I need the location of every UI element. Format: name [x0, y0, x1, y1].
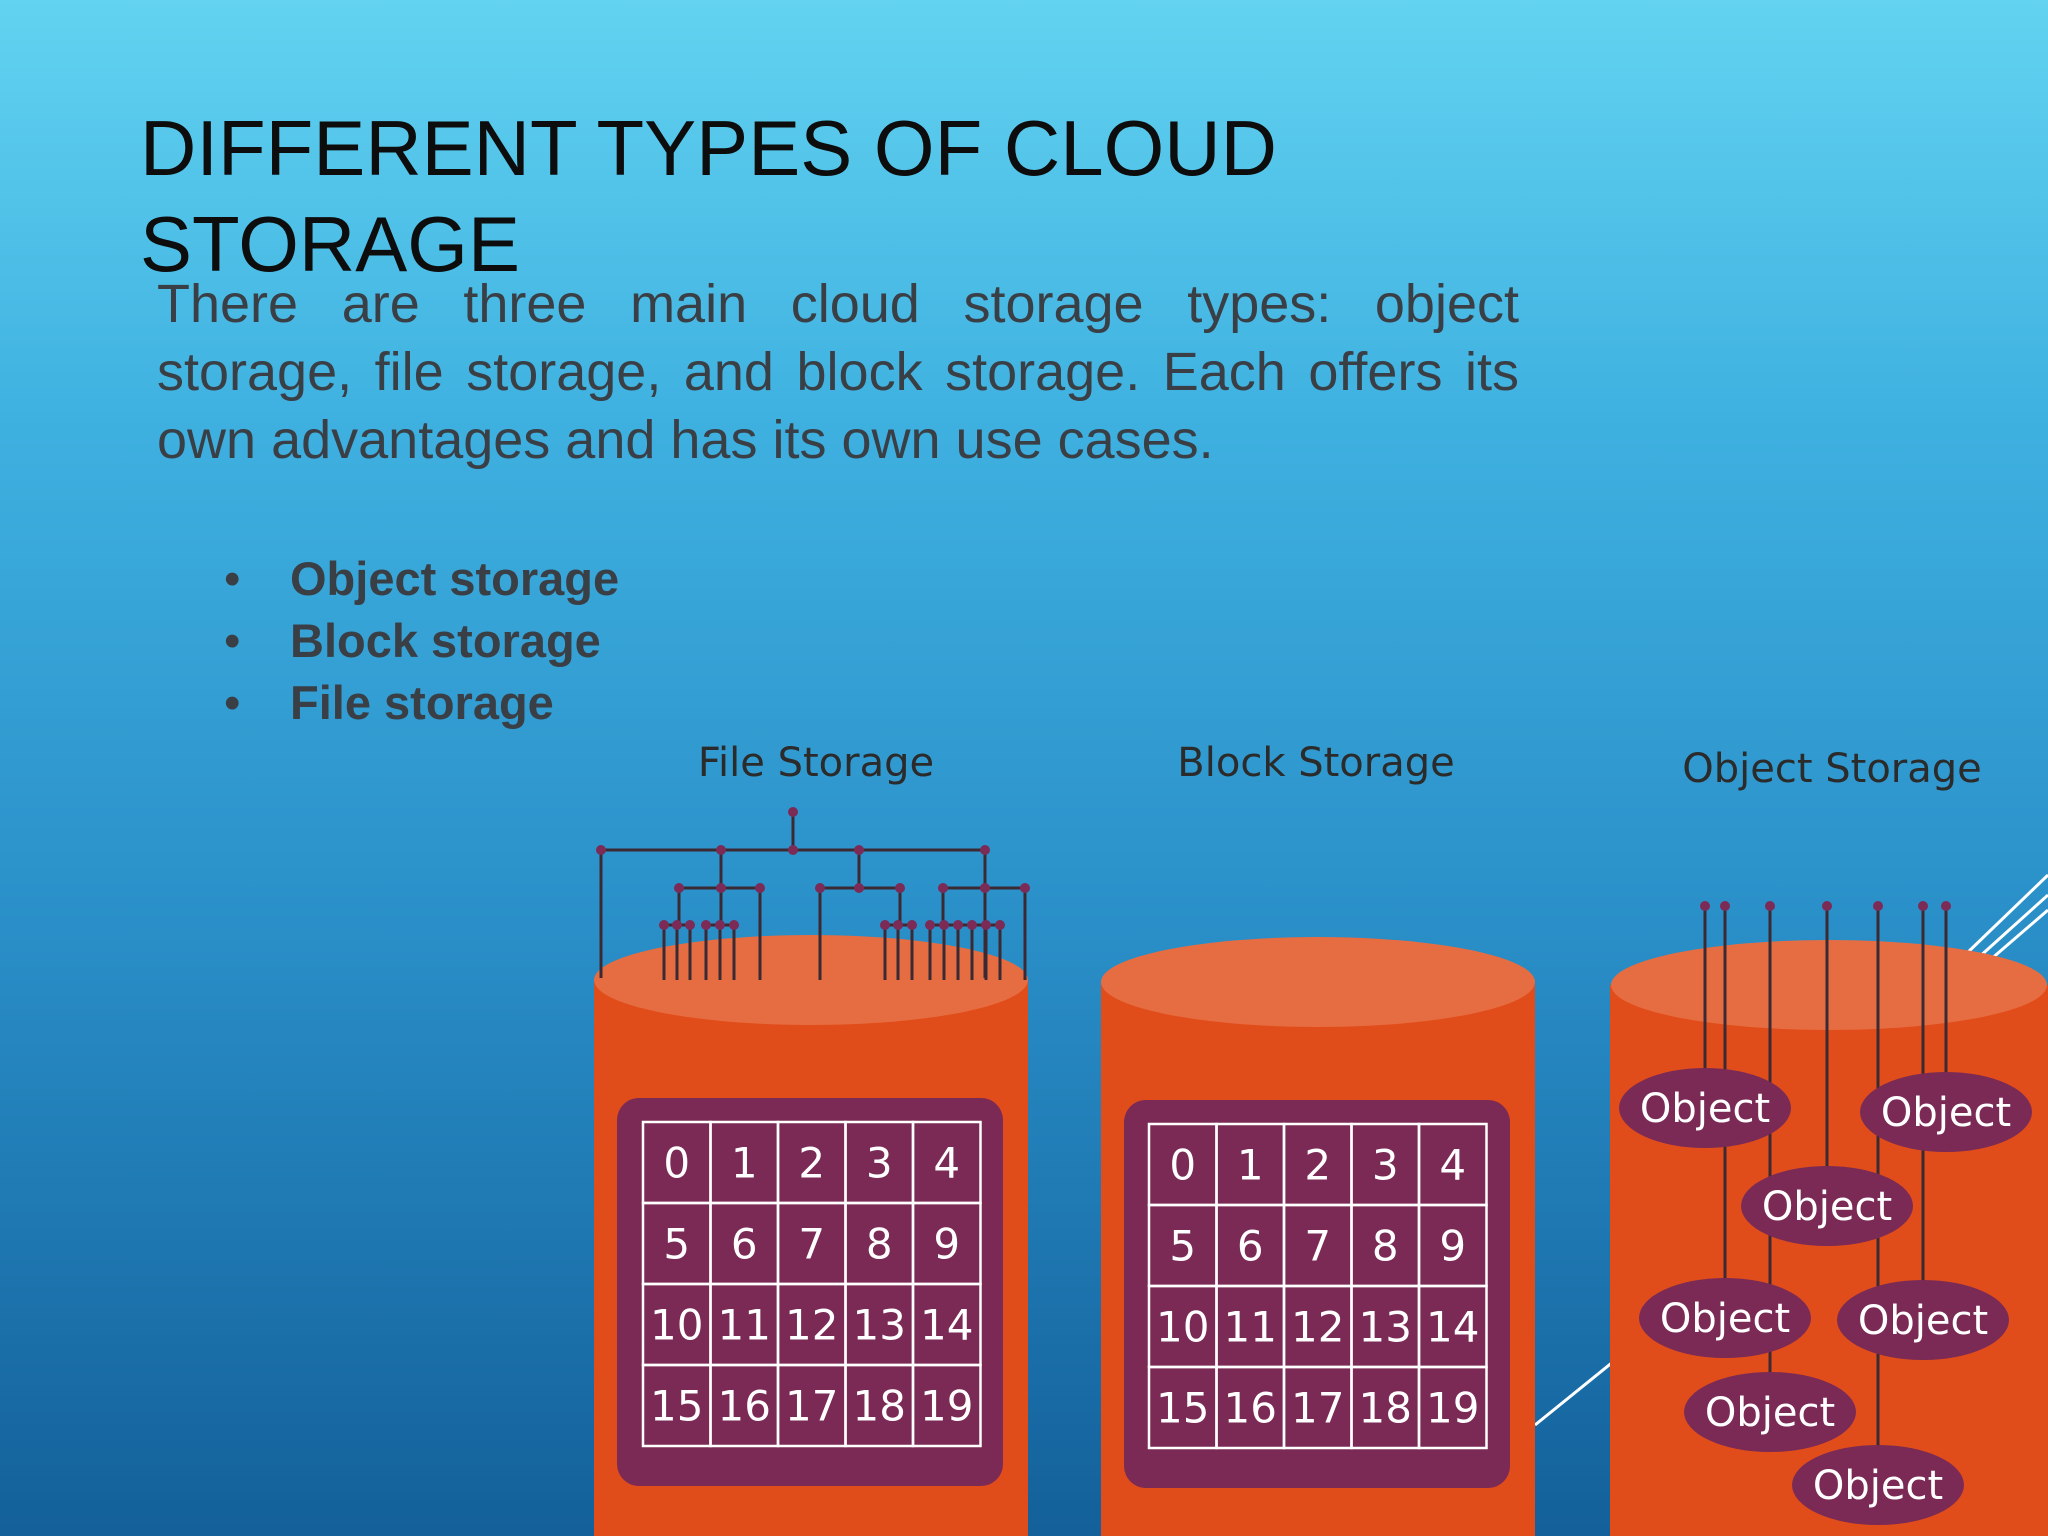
bullet-item: • Block storage [220, 610, 619, 672]
object-label: Object [1813, 1463, 1943, 1509]
block-grid-cell-number: 3 [1372, 1141, 1399, 1190]
block-grid-cell-number: 4 [1439, 1141, 1466, 1190]
file-grid-cell-number: 10 [650, 1301, 703, 1350]
file-grid-cell-number: 1 [731, 1139, 758, 1188]
object-ellipse [1860, 1072, 2032, 1152]
object-ellipse [1837, 1280, 2009, 1360]
storage-types-list: • Object storage • Block storage • File sto… [220, 548, 619, 734]
object-label: Object [1640, 1086, 1770, 1132]
file-grid-cell-number: 19 [920, 1382, 973, 1431]
file-grid-cell [911, 1363, 982, 1448]
block-grid-cell-number: 14 [1426, 1303, 1479, 1352]
file-grid-cell-number: 14 [920, 1301, 973, 1350]
block-grid-cell-number: 5 [1169, 1222, 1196, 1271]
file-grid-cell-number: 0 [663, 1139, 690, 1188]
object-ellipse [1619, 1068, 1791, 1148]
object-storage-label: Object Storage [1682, 746, 1982, 792]
file-grid-cell-number: 4 [933, 1139, 960, 1188]
block-grid-cell-number: 16 [1224, 1384, 1277, 1433]
block-grid-cell-number: 1 [1237, 1141, 1264, 1190]
object-ellipse [1741, 1166, 1913, 1246]
bullet-text: Block storage [290, 614, 601, 667]
object-ellipse [1639, 1278, 1811, 1358]
bullet-text: Object storage [290, 552, 620, 605]
object-label: Object [1660, 1296, 1790, 1342]
object-ellipse [1684, 1372, 1856, 1452]
object-ellipse [1792, 1445, 1964, 1525]
file-grid-cell-number: 12 [785, 1301, 838, 1350]
block-grid-cell-number: 11 [1224, 1303, 1277, 1352]
file-grid-cell-number: 2 [798, 1139, 825, 1188]
block-grid-cell-number: 10 [1156, 1303, 1209, 1352]
file-grid-cell-number: 13 [853, 1301, 906, 1350]
file-grid-cell-number: 16 [718, 1382, 771, 1431]
block-grid-cell-number: 12 [1291, 1303, 1344, 1352]
block-grid-cell-number: 7 [1304, 1222, 1331, 1271]
file-grid-cell-number: 8 [866, 1220, 893, 1269]
slide-title: DIFFERENT TYPES OF CLOUD STORAGE [140, 104, 1277, 288]
block-grid-cell-number: 19 [1426, 1384, 1479, 1433]
object-label: Object [1858, 1298, 1988, 1344]
file-grid-cell-number: 9 [933, 1220, 960, 1269]
file-storage-label: File Storage [698, 740, 934, 786]
file-tree-nodes [596, 807, 1030, 930]
bullet-item: • File storage [220, 672, 619, 734]
bullet-dot: • [224, 614, 241, 667]
block-grid-cell-number: 15 [1156, 1384, 1209, 1433]
file-grid-cell-number: 3 [866, 1139, 893, 1188]
block-grid-cell-number: 9 [1439, 1222, 1466, 1271]
block-grid-cell-number: 8 [1372, 1222, 1399, 1271]
object-connector-nodes [1700, 901, 1951, 911]
file-grid-cell-number: 18 [853, 1382, 906, 1431]
file-grid-cell-number: 6 [731, 1220, 758, 1269]
object-label: Object [1881, 1090, 2011, 1136]
file-grid-cell-number: 5 [663, 1220, 690, 1269]
block-grid-cell-number: 13 [1359, 1303, 1412, 1352]
block-grid-cell-number: 17 [1291, 1384, 1344, 1433]
bullet-text: File storage [290, 676, 554, 729]
bullet-dot: • [224, 552, 241, 605]
file-grid-cell-number: 17 [785, 1382, 838, 1431]
block-grid-cell-number: 6 [1237, 1222, 1264, 1271]
block-grid-cell-number: 2 [1304, 1141, 1331, 1190]
intro-paragraph: There are three main cloud storage types… [157, 274, 1519, 470]
file-grid-cell-number: 15 [650, 1382, 703, 1431]
object-label: Object [1705, 1390, 1835, 1436]
block-storage-label: Block Storage [1177, 740, 1454, 786]
file-grid-cell-number: 11 [718, 1301, 771, 1350]
block-grid-cell [1417, 1365, 1488, 1450]
bullet-dot: • [224, 676, 241, 729]
object-label: Object [1762, 1184, 1892, 1230]
bullet-item: • Object storage [220, 548, 619, 610]
block-grid-cell-number: 18 [1359, 1384, 1412, 1433]
file-grid-cell-number: 7 [798, 1220, 825, 1269]
block-grid-cell-number: 0 [1169, 1141, 1196, 1190]
